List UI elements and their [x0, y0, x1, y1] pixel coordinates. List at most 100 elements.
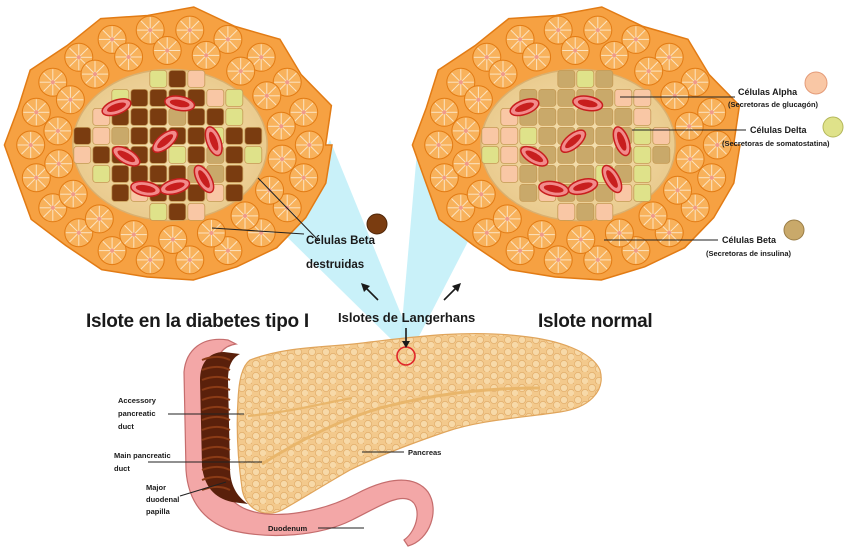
acinus-lumen	[676, 188, 680, 192]
acinus-lumen	[693, 80, 697, 84]
islet-diabetes-illustration	[4, 7, 332, 280]
acinus-lumen	[56, 129, 60, 133]
acinus-lumen	[479, 192, 483, 196]
acinus-lumen	[97, 217, 101, 221]
islet-cell	[226, 89, 243, 106]
acinus-lumen	[579, 238, 583, 242]
acinus-lumen	[51, 80, 55, 84]
islet-cell	[539, 108, 556, 125]
islet-cell	[634, 89, 651, 106]
acinus-lumen	[693, 206, 697, 210]
acinus-lumen	[476, 98, 480, 102]
islet-cell	[615, 89, 632, 106]
islet-cell	[150, 89, 167, 106]
acinus-lumen	[505, 217, 509, 221]
label-papilla-2: duodenal	[146, 495, 179, 504]
acinus-lumen	[464, 129, 468, 133]
acinus-lumen	[77, 231, 81, 235]
acinus-lumen	[556, 28, 560, 32]
islet-cell	[520, 184, 537, 201]
acinus-lumen	[667, 55, 671, 59]
acinus-lumen	[556, 258, 560, 262]
islet-cell	[596, 146, 613, 163]
label-beta-destroyed-2: destruidas	[306, 259, 364, 271]
acinus-lumen	[687, 124, 691, 128]
acinus-lumen	[279, 124, 283, 128]
islet-cell	[188, 127, 205, 144]
acinus-lumen	[302, 176, 306, 180]
islet-cell	[93, 165, 110, 182]
islet-cell	[501, 127, 518, 144]
acinus-lumen	[710, 176, 714, 180]
islet-cell	[169, 146, 186, 163]
label-beta: Células Beta	[722, 235, 777, 245]
islet-cell	[226, 146, 243, 163]
acinus-lumen	[132, 233, 136, 237]
label-accessory-duct-1: Accessory	[118, 396, 157, 405]
islet-cell	[74, 146, 91, 163]
islet-cell	[226, 127, 243, 144]
islet-cell	[634, 108, 651, 125]
islet-cell	[520, 127, 537, 144]
islet-cell	[112, 127, 129, 144]
acinus-lumen	[715, 143, 719, 147]
acinus-lumen	[465, 162, 469, 166]
islet-cell	[112, 184, 129, 201]
islet-cell	[577, 70, 594, 87]
acinus-lumen	[127, 55, 131, 59]
acinus-lumen	[501, 72, 505, 76]
acinus-lumen	[540, 233, 544, 237]
islet-cell	[112, 165, 129, 182]
acinus-lumen	[165, 49, 169, 53]
islet-cell	[482, 146, 499, 163]
islet-cell	[615, 108, 632, 125]
acinus-lumen	[485, 55, 489, 59]
islet-cell	[188, 70, 205, 87]
acinus-lumen	[188, 258, 192, 262]
islet-cell	[558, 203, 575, 220]
acinus-lumen	[302, 110, 306, 114]
islet-cell	[482, 127, 499, 144]
islet-cell	[577, 146, 594, 163]
islet-cell	[131, 108, 148, 125]
islet-cell	[634, 184, 651, 201]
acinus-lumen	[110, 249, 114, 253]
islet-cell	[634, 146, 651, 163]
islet-cell	[226, 165, 243, 182]
acinus-lumen	[518, 37, 522, 41]
islet-cell	[150, 70, 167, 87]
islet-cell	[188, 146, 205, 163]
islet-cell	[634, 165, 651, 182]
islet-cell	[501, 165, 518, 182]
acinus-lumen	[634, 37, 638, 41]
acinus-lumen	[51, 206, 55, 210]
islet-cell	[558, 165, 575, 182]
acinus-lumen	[77, 55, 81, 59]
acinus-lumen	[34, 110, 38, 114]
acinus-lumen	[68, 98, 72, 102]
acinus-lumen	[71, 192, 75, 196]
label-accessory-duct-3: duct	[118, 422, 134, 431]
islet-cell	[577, 203, 594, 220]
label-main-duct-1: Main pancreatic	[114, 451, 171, 460]
arrow-to-right-islet	[444, 288, 456, 300]
islet-cell	[596, 127, 613, 144]
islet-cell	[131, 89, 148, 106]
label-islet-diabetes: Islote en la diabetes tipo I	[86, 311, 309, 332]
acinus-lumen	[259, 55, 263, 59]
label-islet-normal: Islote normal	[538, 311, 652, 332]
islet-cell	[558, 108, 575, 125]
islet-cell	[226, 108, 243, 125]
label-duodenum: Duodenum	[268, 524, 307, 533]
acinus-lumen	[307, 143, 311, 147]
label-alpha: Células Alpha	[738, 87, 798, 97]
acinus-lumen	[226, 37, 230, 41]
acinus-lumen	[239, 69, 243, 73]
acinus-lumen	[34, 176, 38, 180]
acinus-lumen	[29, 143, 33, 147]
islet-cell	[245, 127, 262, 144]
islet-cell	[169, 70, 186, 87]
islet-cell	[226, 184, 243, 201]
islet-cell	[150, 165, 167, 182]
